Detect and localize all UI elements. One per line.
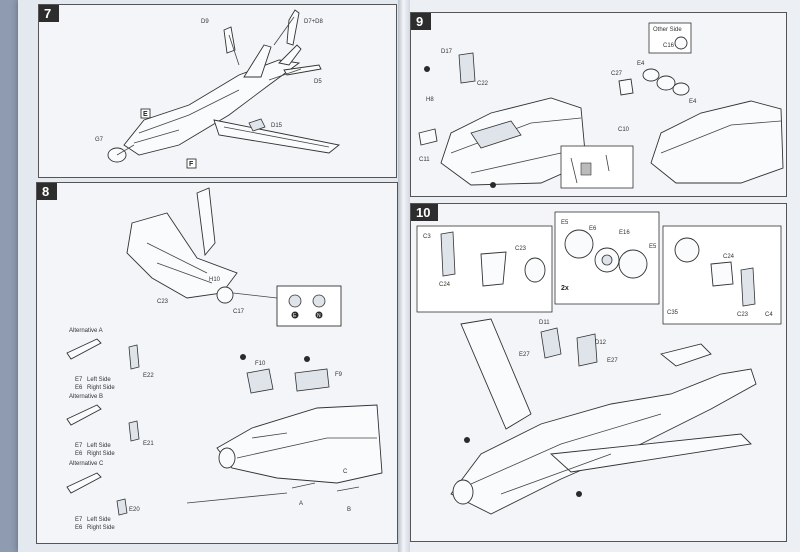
- part-label: E5: [561, 220, 569, 226]
- part-label: C23: [737, 312, 749, 318]
- part-label: C10: [618, 127, 630, 133]
- step-number: 7: [39, 5, 60, 22]
- part-label: E7: [75, 443, 83, 449]
- step-9-panel: 9 D17 C22 H8 C11 Other Side C16 C27 E4 E…: [410, 12, 787, 197]
- part-label: E6: [75, 385, 83, 391]
- alternative-title: Alternative B: [69, 394, 103, 400]
- part-label: E7: [75, 517, 83, 523]
- step-9-drawing: D17 C22 H8 C11 Other Side C16 C27 E4 E4 …: [418, 22, 784, 189]
- part-label: H10: [209, 277, 221, 283]
- step-7-panel: 7 D9 D7+D8 D5 D15 G7 E F: [38, 4, 397, 178]
- part-label: Left Side: [87, 517, 111, 523]
- part-label: A: [299, 501, 303, 507]
- book-spine: [398, 0, 410, 552]
- part-label: D9: [201, 19, 209, 25]
- part-label: C4: [765, 312, 773, 318]
- part-label: D17: [441, 49, 453, 55]
- part-label: D7+D8: [304, 19, 324, 25]
- part-label: C23: [515, 246, 527, 252]
- part-label: B: [347, 507, 351, 513]
- part-label: E7: [75, 377, 83, 383]
- part-label: Left Side: [87, 377, 111, 383]
- part-label: E20: [129, 507, 140, 513]
- part-label: E6: [75, 525, 83, 531]
- alternative-title: Alternative C: [69, 461, 104, 467]
- part-label: E16: [619, 230, 630, 236]
- part-label: D11: [539, 320, 550, 326]
- part-label: C35: [667, 310, 679, 316]
- step-number: 8: [37, 183, 58, 200]
- part-label: E21: [143, 441, 154, 447]
- part-label: C22: [477, 81, 489, 87]
- step-8-panel: 8 E N H10 C23 C17 F10 F9 A B C: [36, 182, 398, 544]
- part-label: D15: [271, 123, 283, 129]
- subassembly-box: F: [189, 161, 194, 168]
- part-label: C24: [439, 282, 451, 288]
- part-label: E27: [519, 352, 530, 358]
- part-label: F10: [255, 361, 266, 367]
- part-label: Right Side: [87, 385, 115, 391]
- part-label: E5: [649, 244, 657, 250]
- step-7-drawing: D9 D7+D8 D5 D15 G7 E F: [95, 9, 341, 169]
- part-label: Right Side: [87, 525, 115, 531]
- part-label: C: [343, 469, 348, 475]
- part-label: G7: [95, 137, 104, 143]
- part-label: C3: [423, 234, 431, 240]
- step-number: 9: [411, 13, 432, 30]
- part-label: F9: [335, 372, 343, 378]
- part-label: Right Side: [87, 451, 115, 457]
- part-label: E6: [75, 451, 83, 457]
- part-label: H8: [426, 97, 434, 103]
- step-10-panel: 10 C3 C23 C24 E5 E6 E16 E5 2x C24 C35 C2…: [410, 203, 787, 542]
- part-label: E6: [589, 226, 597, 232]
- part-label: C16: [663, 43, 675, 49]
- alternative-title: Alternative A: [69, 328, 103, 334]
- subassembly-box: E: [143, 111, 148, 118]
- part-label: Left Side: [87, 443, 111, 449]
- part-label: E4: [689, 99, 697, 105]
- part-label: E22: [143, 373, 154, 379]
- part-label: C27: [611, 71, 623, 77]
- part-label: E27: [607, 358, 618, 364]
- step-number: 10: [411, 204, 439, 221]
- part-label: E4: [637, 61, 645, 67]
- step-marker: E: [293, 313, 297, 319]
- step-8-drawing: E N H10 C23 C17 F10 F9 A B C Alternative…: [66, 187, 383, 531]
- part-label: D5: [314, 79, 322, 85]
- part-label: C23: [157, 299, 169, 305]
- step-marker: N: [317, 313, 321, 319]
- callout-title: Other Side: [653, 27, 682, 33]
- step-10-drawing: C3 C23 C24 E5 E6 E16 E5 2x C24 C35 C23 C…: [416, 211, 782, 515]
- part-label: C17: [233, 309, 245, 315]
- quantity-label: 2x: [561, 285, 569, 292]
- part-label: C24: [723, 254, 735, 260]
- part-label: C11: [419, 157, 430, 163]
- part-label: D12: [595, 340, 607, 346]
